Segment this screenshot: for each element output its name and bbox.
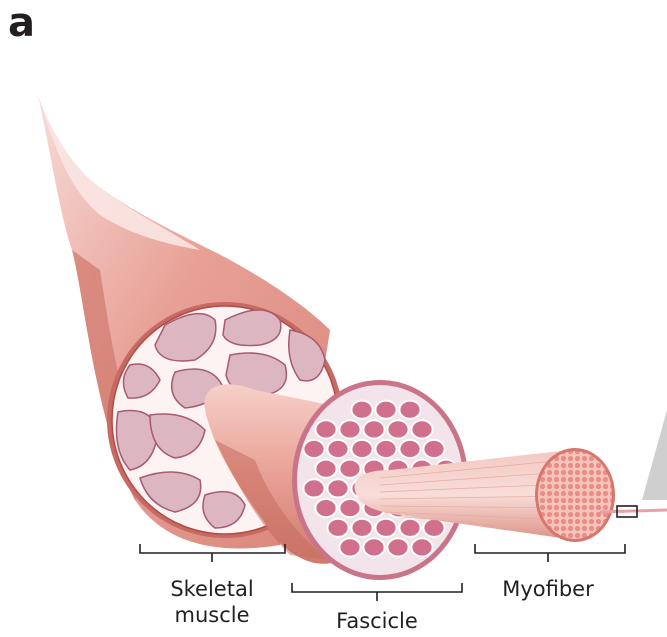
myofiber-cell [399, 519, 420, 537]
myofiber-cell [423, 440, 444, 458]
myofiber-cell [375, 519, 396, 537]
myofiber-cell [387, 420, 408, 438]
myofiber-label: Myofiber [502, 577, 594, 601]
fascicle-bracket [292, 583, 462, 601]
myofiber-cell [315, 460, 336, 478]
myofiber-cell [387, 538, 408, 556]
panel-letter: a [8, 0, 35, 46]
myofiber-cell [327, 519, 348, 537]
myofiber-bracket [475, 544, 625, 562]
myofiber-cell [327, 479, 348, 497]
myofiber-cell [303, 440, 324, 458]
myofibril-strand [600, 510, 667, 512]
myofiber-cell [375, 401, 396, 419]
adjacent-panel-edge [642, 410, 667, 500]
myofiber-cell [363, 420, 384, 438]
myofiber-cell [339, 420, 360, 438]
myofiber-cell [351, 440, 372, 458]
myofiber-cell [351, 401, 372, 419]
skeletal-muscle-label-line1: Skeletal [170, 577, 253, 601]
myofiber-cell [423, 519, 444, 537]
fascicle-label: Fascicle [336, 609, 418, 633]
myofiber-cell [315, 499, 336, 517]
myofiber-cell [411, 420, 432, 438]
myofiber-cell [339, 499, 360, 517]
myofiber-cell [351, 519, 372, 537]
skeletal-muscle-label-line2: muscle [174, 603, 249, 627]
myofiber-cell [339, 538, 360, 556]
myofiber-cell [339, 460, 360, 478]
myofiber-cell [399, 440, 420, 458]
myofiber-cell [375, 440, 396, 458]
myofiber-cell [399, 401, 420, 419]
myofiber-cross-section [538, 451, 612, 539]
myofiber-cell [327, 440, 348, 458]
myofiber-cell [303, 479, 324, 497]
myofiber-cell [315, 420, 336, 438]
myofiber-cell [411, 538, 432, 556]
myofiber-cell [363, 538, 384, 556]
